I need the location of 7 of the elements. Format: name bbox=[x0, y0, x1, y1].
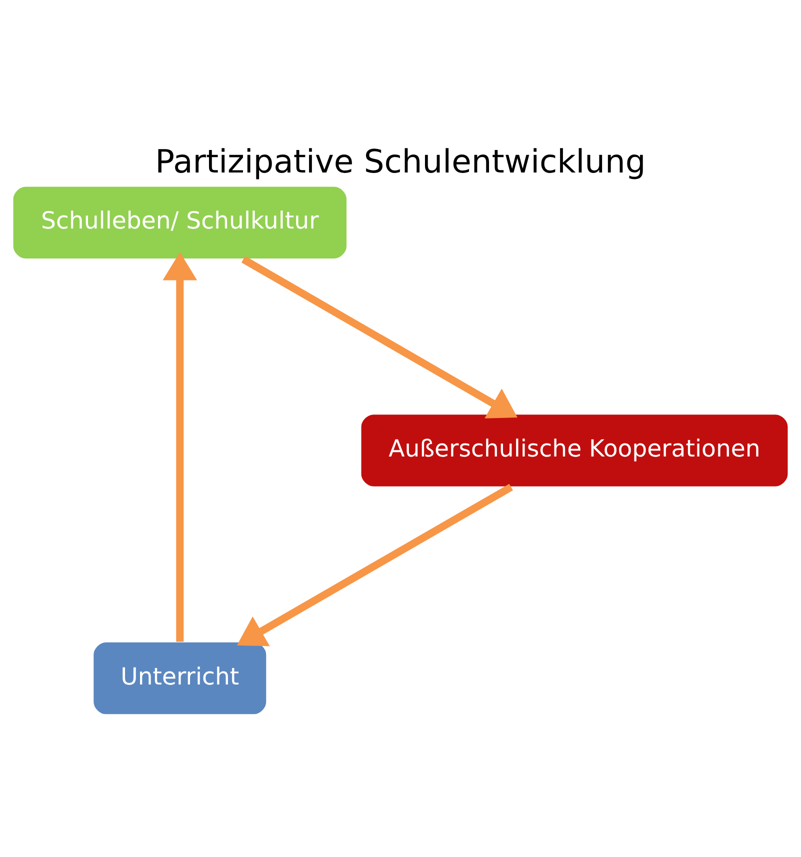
node-box: Schulleben/ Schulkultur bbox=[12, 186, 348, 260]
node-box: Unterricht bbox=[92, 641, 268, 716]
arrow bbox=[236, 484, 513, 646]
diagram-title: Partizipative Schulentwicklung bbox=[155, 142, 646, 180]
arrow bbox=[162, 252, 198, 642]
node-box: Außerschulische Kooperationen bbox=[360, 414, 789, 488]
arrow bbox=[241, 256, 518, 418]
